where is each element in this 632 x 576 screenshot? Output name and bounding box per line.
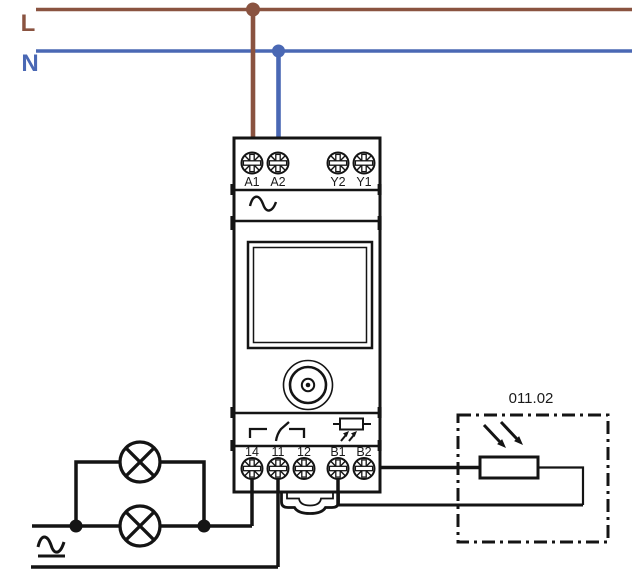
terminal-label-b2: B2 <box>356 445 371 459</box>
terminal-screw-a2-icon <box>266 151 290 175</box>
power-rails: L N <box>21 2 632 140</box>
terminal-label-11: 11 <box>272 445 285 459</box>
terminal-label-a1: A1 <box>244 175 259 189</box>
display <box>246 240 374 350</box>
terminal-label-12: 12 <box>297 445 311 459</box>
terminal-screw-a1-icon <box>240 151 264 175</box>
sensor-box-label: 011.02 <box>509 390 554 407</box>
terminal-label-y2: Y2 <box>330 175 345 189</box>
terminal-screw-12-icon <box>292 457 316 480</box>
sensor-return-wire <box>538 466 585 505</box>
knob <box>282 359 334 411</box>
lamp-circuit <box>31 440 278 569</box>
relay-contact-icon <box>248 421 306 442</box>
light-sensor-icon <box>333 417 371 442</box>
photoresistor-icon <box>478 420 540 480</box>
terminal-label-14: 14 <box>245 445 259 459</box>
junction-dot-l <box>246 2 260 17</box>
din-clip <box>235 490 379 515</box>
terminal-screw-14-icon <box>240 457 264 480</box>
sensor-box: 011.02 <box>338 390 610 544</box>
terminal-screw-b2-icon <box>352 457 376 480</box>
terminal-screw-y1-icon <box>352 151 376 175</box>
line-n-label: N <box>21 50 38 77</box>
terminal-screw-y2-icon <box>326 151 350 175</box>
terminal-label-b1: B1 <box>330 445 345 459</box>
junction-dot <box>69 519 83 533</box>
terminal-screw-11-icon <box>266 457 290 480</box>
terminal-label-a2: A2 <box>270 175 285 189</box>
junction-dot <box>197 519 211 533</box>
ac-symbol-icon <box>248 195 278 212</box>
ac-source-icon <box>36 535 66 558</box>
junction-dot-n <box>272 44 285 58</box>
sensor-dashed-border <box>456 413 610 544</box>
din-device: A1 A2 Y2 Y1 14 11 12 B1 B2 <box>230 136 382 567</box>
lamp-icon <box>118 440 162 484</box>
terminal-screw-b1-icon <box>326 457 350 480</box>
terminal-label-y1: Y1 <box>356 175 371 189</box>
case-nubs <box>230 184 382 451</box>
lamp-icon <box>118 504 162 548</box>
line-l-label: L <box>21 10 36 37</box>
